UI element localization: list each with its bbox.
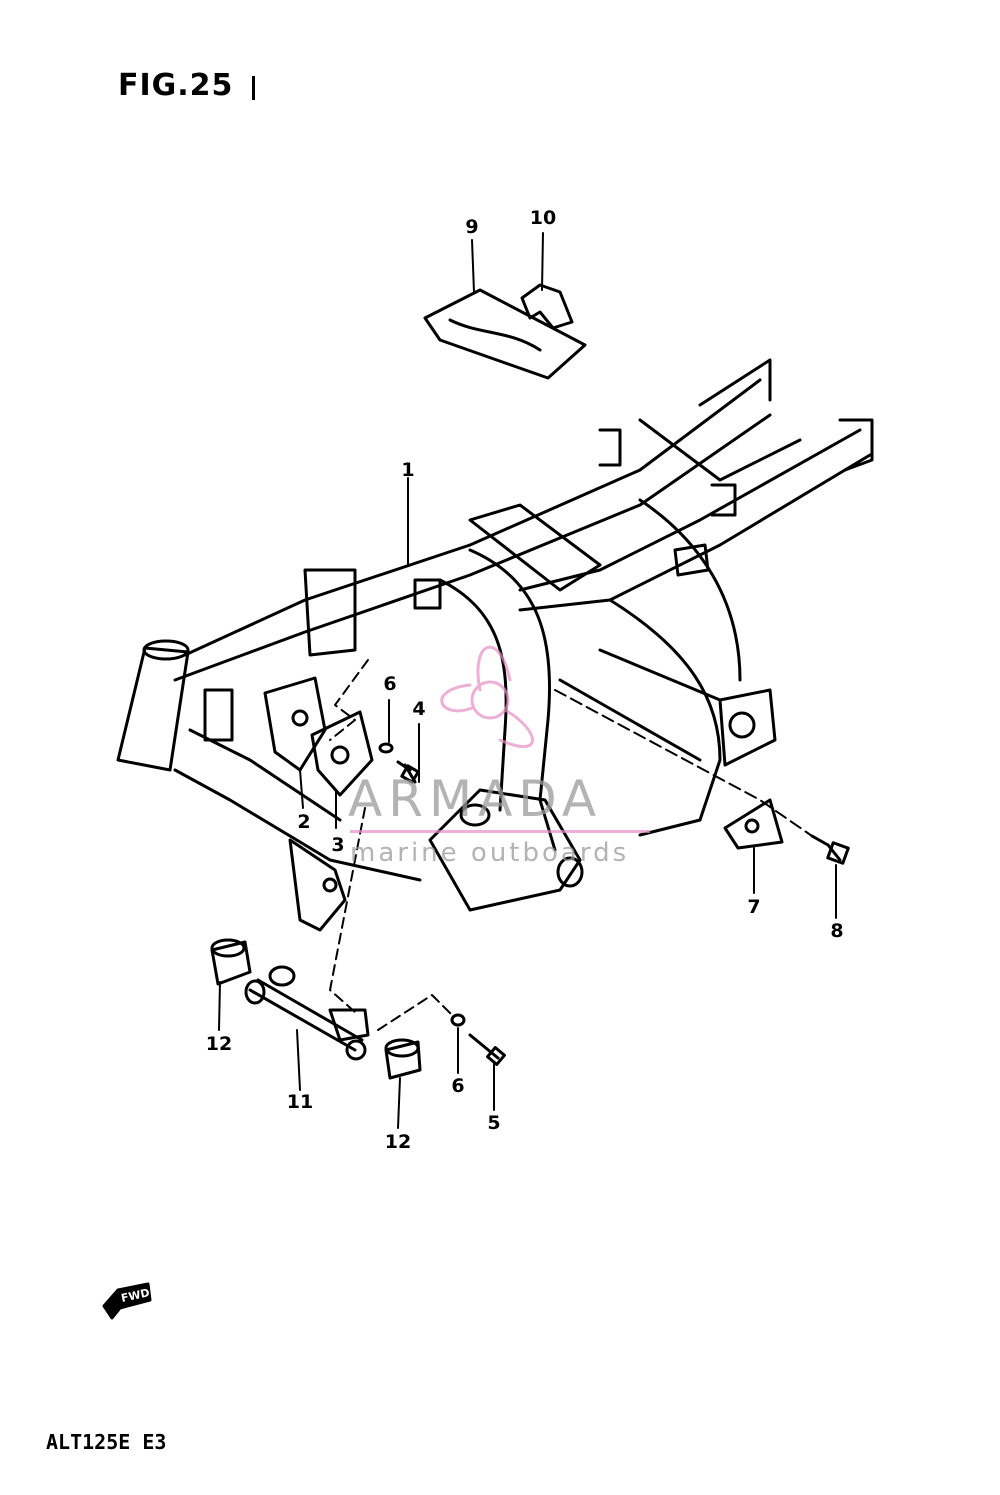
callout-part-6-upper: 6 bbox=[383, 673, 397, 695]
bolt-part-8 bbox=[810, 834, 850, 865]
callout-part-10: 10 bbox=[529, 207, 557, 229]
callout-part-6-lower: 6 bbox=[451, 1075, 465, 1097]
bushing-part-12-left bbox=[210, 938, 252, 986]
callout-part-9: 9 bbox=[465, 216, 479, 238]
callout-part-5: 5 bbox=[487, 1112, 501, 1134]
bolt-part-4 bbox=[396, 760, 420, 784]
leader-lines bbox=[218, 232, 837, 1129]
callout-part-12-right: 12 bbox=[384, 1131, 412, 1153]
figure-mark bbox=[252, 76, 255, 100]
bolt-part-5 bbox=[468, 1033, 506, 1066]
bracket-part-2 bbox=[263, 676, 327, 772]
callout-part-2: 2 bbox=[297, 811, 311, 833]
plate-part-7 bbox=[723, 798, 784, 850]
frame-main bbox=[116, 358, 874, 932]
forward-arrow-label: FWD bbox=[120, 1286, 151, 1305]
callout-part-4: 4 bbox=[412, 698, 426, 720]
forward-direction-arrow: FWD bbox=[102, 1282, 152, 1320]
bracket-part-3 bbox=[310, 710, 374, 797]
callout-part-1: 1 bbox=[401, 459, 415, 481]
watermark-propeller-logo bbox=[440, 645, 534, 748]
seat-cover-part-9 bbox=[423, 288, 587, 380]
bushing-part-12-right bbox=[384, 1038, 422, 1080]
callout-part-8: 8 bbox=[830, 920, 844, 942]
figure-title: FIG.25 bbox=[118, 68, 234, 103]
engine-mount-part-11 bbox=[244, 965, 370, 1061]
model-code: ALT125E E3 bbox=[46, 1430, 167, 1454]
watermark-brand: ARMADA bbox=[348, 770, 603, 828]
watermark-divider bbox=[350, 830, 650, 833]
watermark-tagline: marine outboards bbox=[350, 838, 630, 868]
callout-part-11: 11 bbox=[286, 1091, 314, 1113]
clip-part-10 bbox=[520, 283, 574, 330]
washer-part-6-lower bbox=[450, 1013, 466, 1027]
callout-part-7: 7 bbox=[747, 896, 761, 918]
callout-part-12-left: 12 bbox=[205, 1033, 233, 1055]
washer-part-6-upper bbox=[378, 742, 394, 754]
callout-part-3: 3 bbox=[331, 834, 345, 856]
